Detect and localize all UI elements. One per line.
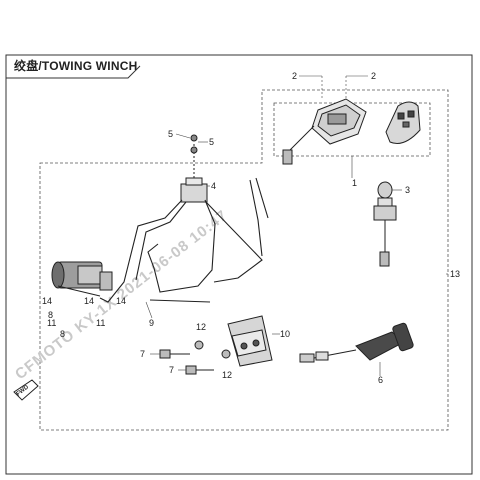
mounting-bracket bbox=[227, 315, 273, 367]
winch-relay bbox=[180, 134, 208, 203]
wire-harness bbox=[99, 177, 269, 303]
callout-8b: 8 bbox=[60, 329, 65, 339]
winch-controller bbox=[282, 98, 367, 165]
callout-9: 9 bbox=[149, 318, 154, 328]
handlebar-switch bbox=[299, 322, 414, 363]
callout-2b: 2 bbox=[371, 71, 376, 81]
leader-lines bbox=[145, 75, 448, 376]
callout-7a: 7 bbox=[140, 349, 145, 359]
callout-14a: 14 bbox=[42, 296, 52, 306]
callout-3: 3 bbox=[405, 185, 410, 195]
callout-7b: 7 bbox=[169, 365, 174, 375]
callout-8a: 8 bbox=[48, 310, 53, 320]
callout-6: 6 bbox=[378, 375, 383, 385]
callout-10: 10 bbox=[280, 329, 290, 339]
callout-11a: 11 bbox=[47, 318, 56, 328]
winch-motor bbox=[51, 261, 113, 297]
group-13-outline bbox=[39, 89, 449, 431]
callout-5b: 5 bbox=[209, 137, 214, 147]
winch-remote bbox=[385, 101, 421, 144]
callout-11b: 11 bbox=[96, 318, 105, 328]
watermark: CFMOTO KY-1X 2021-06-08 10:47 bbox=[12, 207, 231, 383]
callout-4: 4 bbox=[211, 181, 216, 191]
callout-14b: 14 bbox=[84, 296, 94, 306]
callout-12b: 12 bbox=[222, 370, 232, 380]
bolts-and-nuts bbox=[159, 340, 231, 375]
callout-1: 1 bbox=[352, 178, 357, 188]
callout-13: 13 bbox=[450, 269, 460, 279]
callout-12a: 12 bbox=[196, 322, 206, 332]
callout-labels: 1 2 2 3 4 5 5 6 7 7 8 8 9 10 11 11 12 12… bbox=[42, 71, 460, 385]
winch-switch bbox=[373, 181, 397, 267]
diagram-title: 绞盘/TOWING WINCH bbox=[14, 59, 138, 73]
page-border bbox=[5, 54, 473, 475]
title-box-line bbox=[6, 65, 141, 79]
fwd-arrow: FWD bbox=[13, 379, 39, 401]
callout-2a: 2 bbox=[292, 71, 297, 81]
callout-5a: 5 bbox=[168, 129, 173, 139]
callout-14c: 14 bbox=[116, 296, 126, 306]
